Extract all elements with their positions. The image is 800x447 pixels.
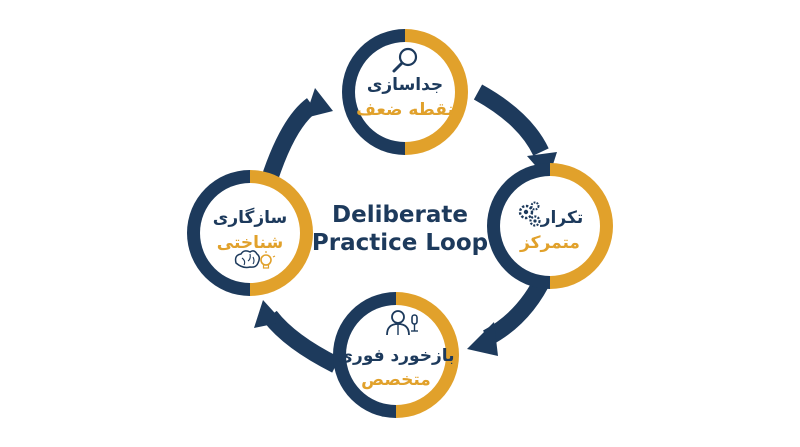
node-repetition-line-2: متمرکز bbox=[519, 233, 580, 253]
node-cognitive: سازگاری شناختی bbox=[187, 170, 313, 296]
center-title: Deliberate Practice Loop bbox=[312, 202, 488, 256]
node-cognitive-line-1: سازگاری bbox=[213, 207, 288, 228]
node-feedback: بازخورد فوری متخصص bbox=[333, 292, 459, 418]
node-ring bbox=[487, 163, 613, 289]
arrow-feedback-to-cognitive bbox=[263, 310, 340, 373]
expert-person-icon bbox=[386, 310, 418, 336]
node-weakness-line-1: جداسازی bbox=[367, 75, 443, 95]
gears-icon bbox=[518, 201, 541, 227]
magnifier-icon bbox=[392, 47, 418, 73]
arrowhead-feedback-to-cognitive bbox=[254, 300, 283, 328]
node-cognitive-line-2: شناختی bbox=[217, 233, 283, 253]
brain-lightbulb-icon bbox=[234, 250, 276, 269]
node-repetition: تکرار متمرکز bbox=[487, 163, 613, 289]
center-title-line-1: Deliberate bbox=[332, 202, 468, 228]
arrowhead-repetition-to-feedback bbox=[467, 322, 498, 356]
node-ring bbox=[342, 29, 468, 155]
node-weakness: جداسازی نقطه ضعف bbox=[342, 29, 468, 155]
center-title-line-2: Practice Loop bbox=[312, 230, 488, 256]
node-repetition-line-1: تکرار bbox=[540, 208, 583, 228]
node-feedback-line-1: بازخورد فوری bbox=[337, 346, 454, 366]
node-weakness-line-2: نقطه ضعف bbox=[356, 100, 454, 120]
arrowhead-cognitive-to-weakness bbox=[305, 88, 333, 118]
node-ring bbox=[187, 170, 313, 296]
arrow-weakness-to-repetition bbox=[473, 84, 549, 156]
node-feedback-line-2: متخصص bbox=[361, 370, 431, 390]
